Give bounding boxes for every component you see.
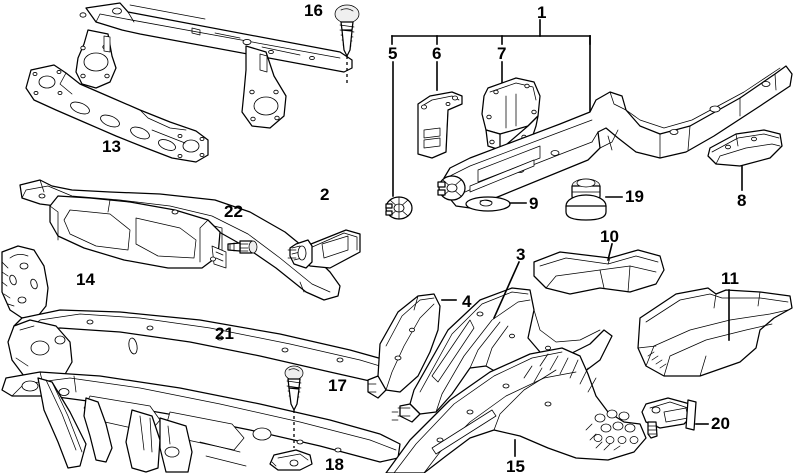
callout-20: 20 bbox=[711, 414, 730, 433]
part-21-bumper-carrier bbox=[19, 179, 341, 301]
callout-11: 11 bbox=[721, 269, 739, 288]
callout-2: 2 bbox=[320, 185, 330, 204]
callout-17: 17 bbox=[328, 376, 347, 395]
callout-5: 5 bbox=[388, 44, 398, 63]
callout-7: 7 bbox=[497, 44, 507, 63]
callout-4: 4 bbox=[462, 292, 472, 311]
part-4-closing-panel bbox=[367, 293, 457, 399]
part-2-expanding-clip bbox=[287, 229, 361, 269]
callout-15: 15 bbox=[506, 457, 525, 473]
callout-10: 10 bbox=[600, 227, 619, 246]
callout-1: 1 bbox=[537, 3, 547, 22]
part-8-cover-panel bbox=[707, 129, 783, 191]
part-20-mounting-bracket bbox=[641, 397, 709, 439]
part-10-reinforcement-plate bbox=[533, 243, 665, 295]
callout-18: 18 bbox=[325, 455, 344, 473]
part-5-grommet-clip bbox=[385, 61, 413, 220]
callout-14: 14 bbox=[76, 270, 95, 289]
part-18-retaining-plate bbox=[269, 449, 313, 471]
callout-13: 13 bbox=[102, 137, 121, 156]
part-11-wheelhouse-reinforcement bbox=[637, 287, 793, 377]
part-1-engine-support-rail bbox=[437, 65, 793, 209]
part-17-body-screw bbox=[284, 365, 304, 448]
part-3-frame-rail-section bbox=[391, 260, 613, 423]
part-13-strut-brace bbox=[25, 64, 209, 163]
part-16-tapping-screw bbox=[334, 4, 360, 83]
part-14-front-end-carrier bbox=[1, 245, 405, 473]
callout-8: 8 bbox=[737, 191, 747, 210]
part-22-fixing-screw bbox=[227, 240, 258, 254]
callout-9: 9 bbox=[529, 194, 539, 213]
part-15-lower-frame-rail bbox=[385, 347, 647, 473]
callout-16: 16 bbox=[304, 1, 323, 20]
part-6-angle-bracket bbox=[417, 61, 463, 159]
callout-21: 21 bbox=[215, 324, 234, 343]
callout-3: 3 bbox=[516, 245, 526, 264]
part-upper-crossmember bbox=[75, 2, 353, 129]
callout-22: 22 bbox=[224, 202, 243, 221]
part-9-sealing-washer bbox=[465, 196, 527, 212]
part-19-rubber-buffer bbox=[565, 178, 623, 221]
callout-6: 6 bbox=[432, 44, 442, 63]
callout-19: 19 bbox=[625, 187, 644, 206]
